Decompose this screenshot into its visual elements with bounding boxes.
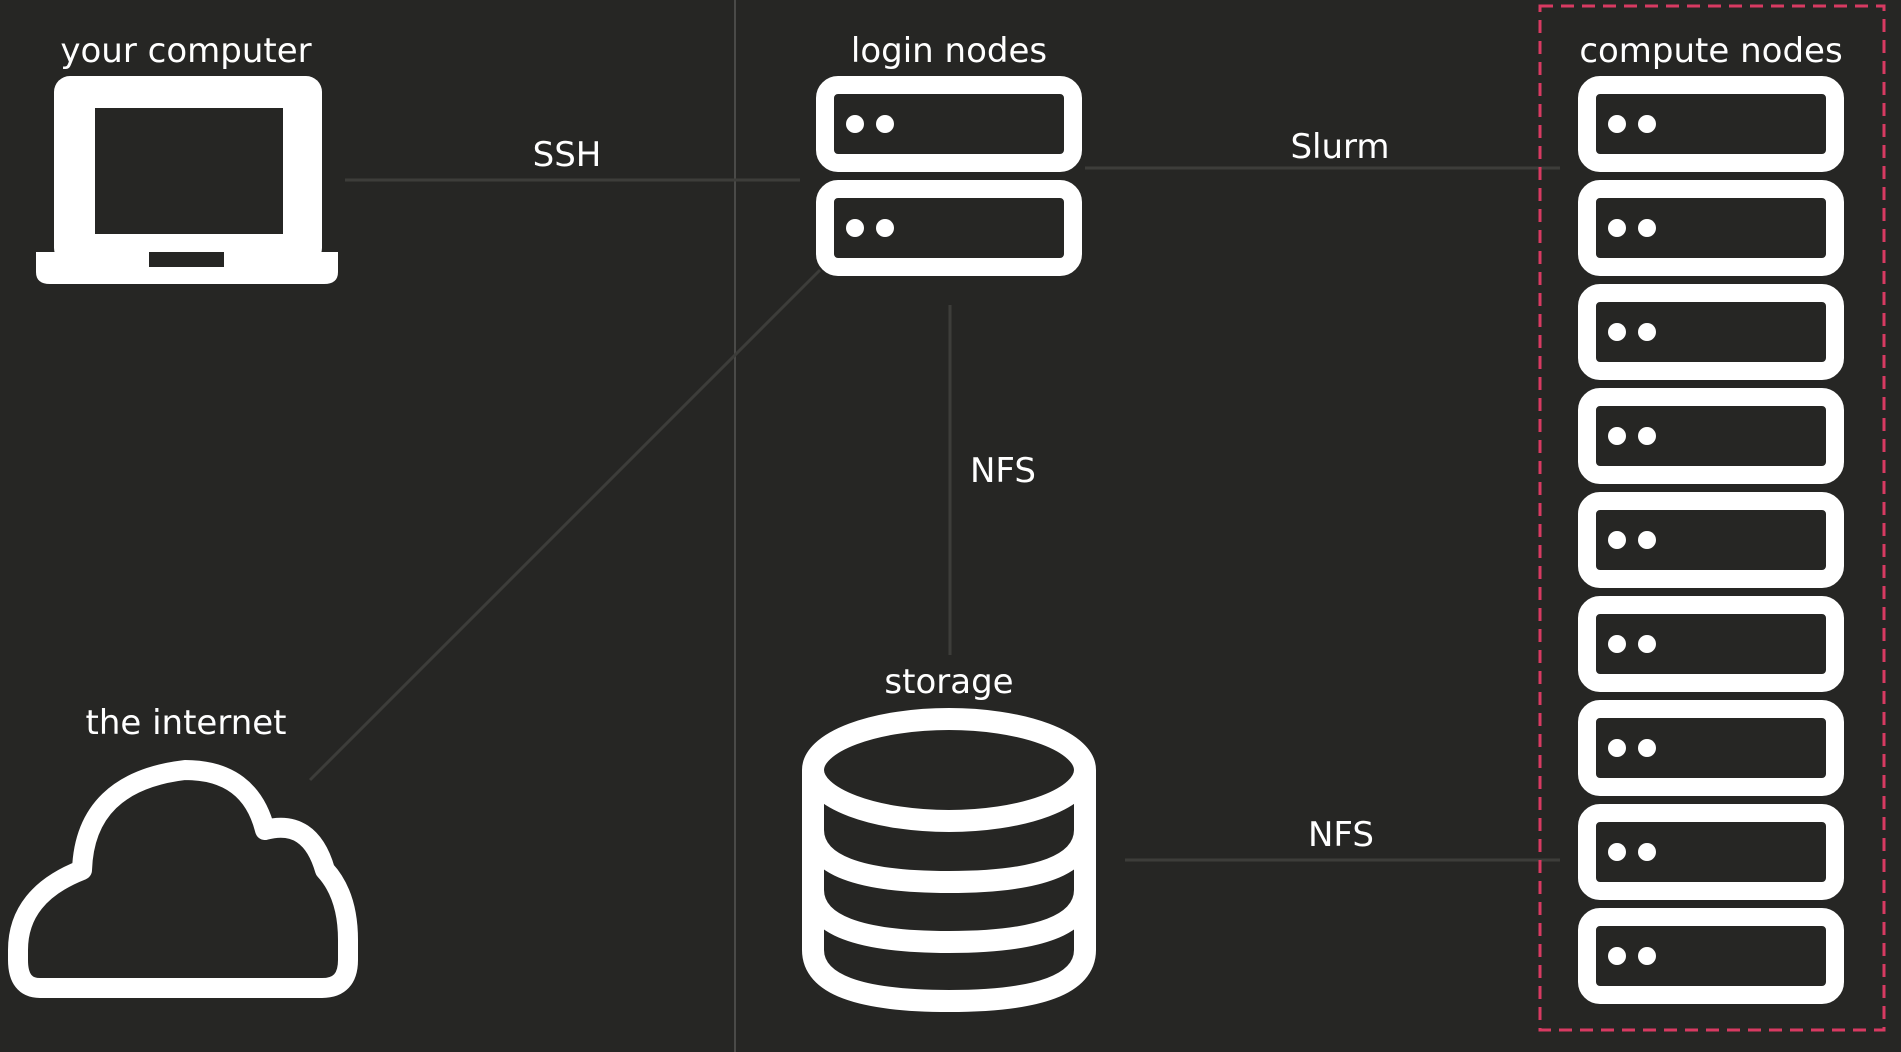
ssh-label: SSH	[533, 135, 602, 175]
compute-nodes-label: compute nodes	[1579, 31, 1842, 71]
your-computer-label: your computer	[60, 31, 311, 71]
server-led-dot	[876, 219, 894, 237]
compute-nodes-group-border	[1538, 4, 1886, 1032]
login-nodes-group	[816, 76, 1082, 276]
server-led-dot	[1608, 843, 1626, 861]
server-led-dot	[846, 115, 864, 133]
server-led-dot	[1638, 843, 1656, 861]
server-led-dot	[1608, 115, 1626, 133]
cloud-icon	[8, 760, 358, 998]
server-led-dot	[1608, 739, 1626, 757]
login-node-server-icon	[816, 180, 1082, 276]
server-led-dot	[1638, 219, 1656, 237]
server-led-dot	[1638, 739, 1656, 757]
server-led-dot	[1638, 115, 1656, 133]
laptop-icon	[36, 76, 338, 284]
database-icon	[802, 708, 1096, 1013]
server-led-dot	[1638, 531, 1656, 549]
storage-label: storage	[884, 662, 1013, 702]
compute-node-server-icon	[1578, 700, 1844, 796]
compute-node-server-icon	[1578, 596, 1844, 692]
compute-node-server-icon	[1578, 908, 1844, 1004]
server-led-dot	[1608, 219, 1626, 237]
slurm-label: Slurm	[1290, 127, 1389, 167]
internet-connector	[308, 268, 822, 782]
nfs-storage-compute-label: NFS	[1308, 815, 1374, 855]
compute-node-server-icon	[1578, 804, 1844, 900]
server-led-dot	[1608, 531, 1626, 549]
server-led-dot	[1638, 635, 1656, 653]
server-led-dot	[876, 115, 894, 133]
compute-node-server-icon	[1578, 76, 1844, 172]
server-led-dot	[1608, 635, 1626, 653]
internet-label: the internet	[85, 703, 286, 743]
compute-node-server-icon	[1578, 388, 1844, 484]
nfs-login-storage-label: NFS	[970, 451, 1036, 491]
connectors	[308, 166, 1560, 862]
server-led-dot	[1608, 427, 1626, 445]
server-led-dot	[1638, 427, 1656, 445]
server-led-dot	[1608, 323, 1626, 341]
compute-node-server-icon	[1578, 492, 1844, 588]
server-led-dot	[846, 219, 864, 237]
compute-nodes-group	[1578, 76, 1844, 1004]
server-led-dot	[1638, 323, 1656, 341]
login-nodes-label: login nodes	[851, 31, 1047, 71]
server-led-dot	[1638, 947, 1656, 965]
server-led-dot	[1608, 947, 1626, 965]
login-node-server-icon	[816, 76, 1082, 172]
compute-node-server-icon	[1578, 284, 1844, 380]
compute-node-server-icon	[1578, 180, 1844, 276]
